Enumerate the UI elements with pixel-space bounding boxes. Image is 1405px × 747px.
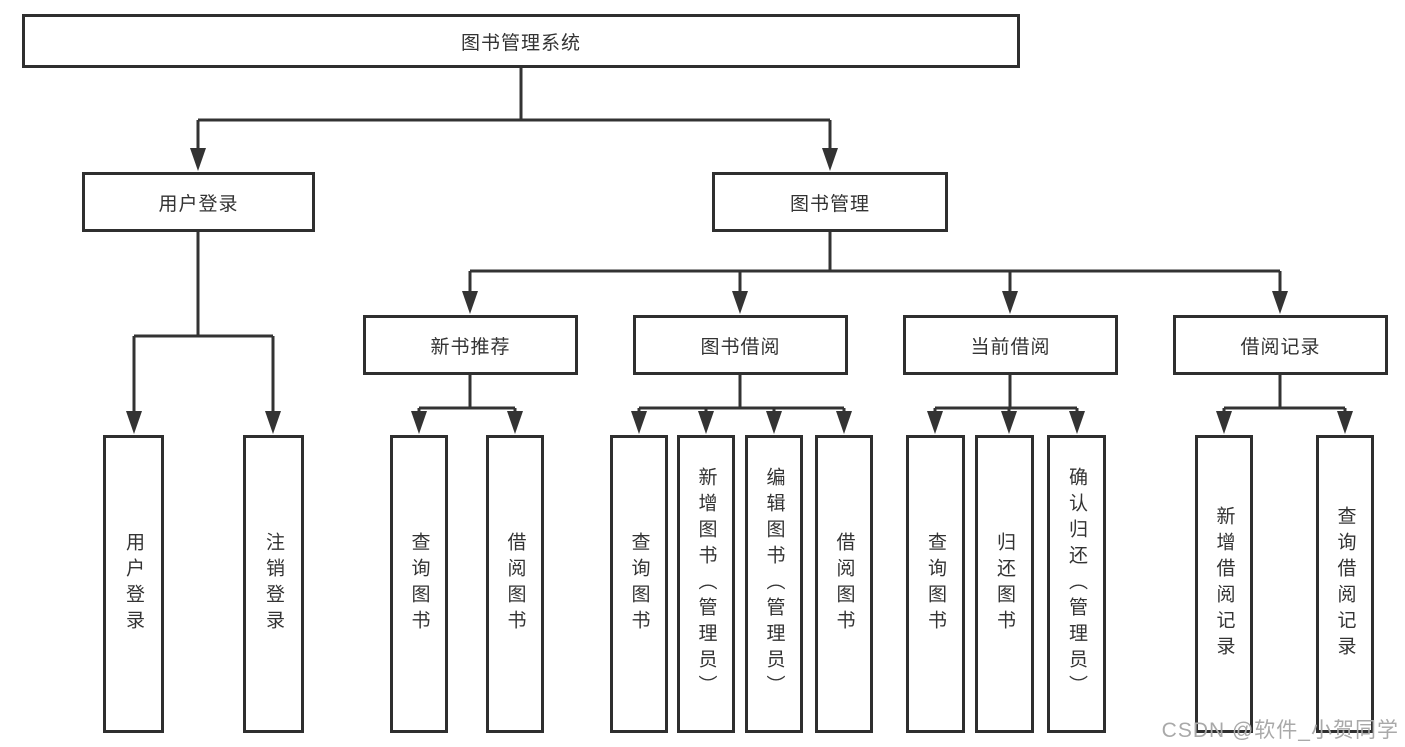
leaf-query-books-borrow: 查询图书: [610, 435, 668, 733]
node-label: 图书管理系统: [460, 32, 581, 54]
node-book-management: 图书管理: [712, 172, 948, 232]
node-label: 用户登录: [158, 193, 239, 215]
csdn-watermark: CSDN @软件_小贺同学: [1161, 719, 1399, 742]
leaf-label: 借阅图书: [504, 532, 526, 636]
leaf-label: 编辑图书（管理员）: [763, 467, 785, 701]
leaf-query-books-current: 查询图书: [906, 435, 965, 733]
leaf-label: 用户登录: [123, 532, 144, 636]
leaf-label: 查询借阅记录: [1334, 506, 1356, 662]
node-label: 图书借阅: [700, 336, 781, 358]
leaf-borrow-books-recommend: 借阅图书: [486, 435, 544, 733]
leaf-query-borrow-record: 查询借阅记录: [1316, 435, 1374, 733]
leaf-add-borrow-record: 新增借阅记录: [1195, 435, 1253, 733]
node-book-borrow: 图书借阅: [633, 315, 848, 375]
leaf-label: 查询图书: [408, 532, 430, 636]
node-label: 图书管理: [789, 193, 870, 215]
node-current-borrow: 当前借阅: [903, 315, 1118, 375]
leaf-add-books-admin: 新增图书（管理员）: [677, 435, 735, 733]
node-borrow-records: 借阅记录: [1173, 315, 1388, 375]
node-user-login: 用户登录: [82, 172, 315, 232]
leaf-label: 新增图书（管理员）: [695, 467, 717, 701]
leaf-label: 借阅图书: [833, 532, 855, 636]
leaf-borrow-books: 借阅图书: [815, 435, 873, 733]
leaf-edit-books-admin: 编辑图书（管理员）: [745, 435, 803, 733]
node-label: 借阅记录: [1240, 336, 1321, 358]
leaf-label: 新增借阅记录: [1213, 506, 1235, 662]
node-library-management-system: 图书管理系统: [22, 14, 1020, 68]
leaf-label: 归还图书: [994, 532, 1015, 636]
leaf-confirm-return-admin: 确认归还（管理员）: [1047, 435, 1106, 733]
node-label: 新书推荐: [430, 336, 511, 358]
arrowheads: [126, 148, 1353, 434]
leaf-label: 查询图书: [628, 532, 650, 636]
leaf-logout: 注销登录: [243, 435, 304, 733]
leaf-label: 注销登录: [263, 532, 284, 636]
leaf-label: 查询图书: [925, 532, 946, 636]
node-label: 当前借阅: [970, 336, 1051, 358]
node-new-book-recommend: 新书推荐: [363, 315, 578, 375]
leaf-user-login: 用户登录: [103, 435, 164, 733]
leaf-label: 确认归还（管理员）: [1066, 467, 1087, 701]
leaf-query-books-recommend: 查询图书: [390, 435, 448, 733]
leaf-return-books: 归还图书: [975, 435, 1034, 733]
